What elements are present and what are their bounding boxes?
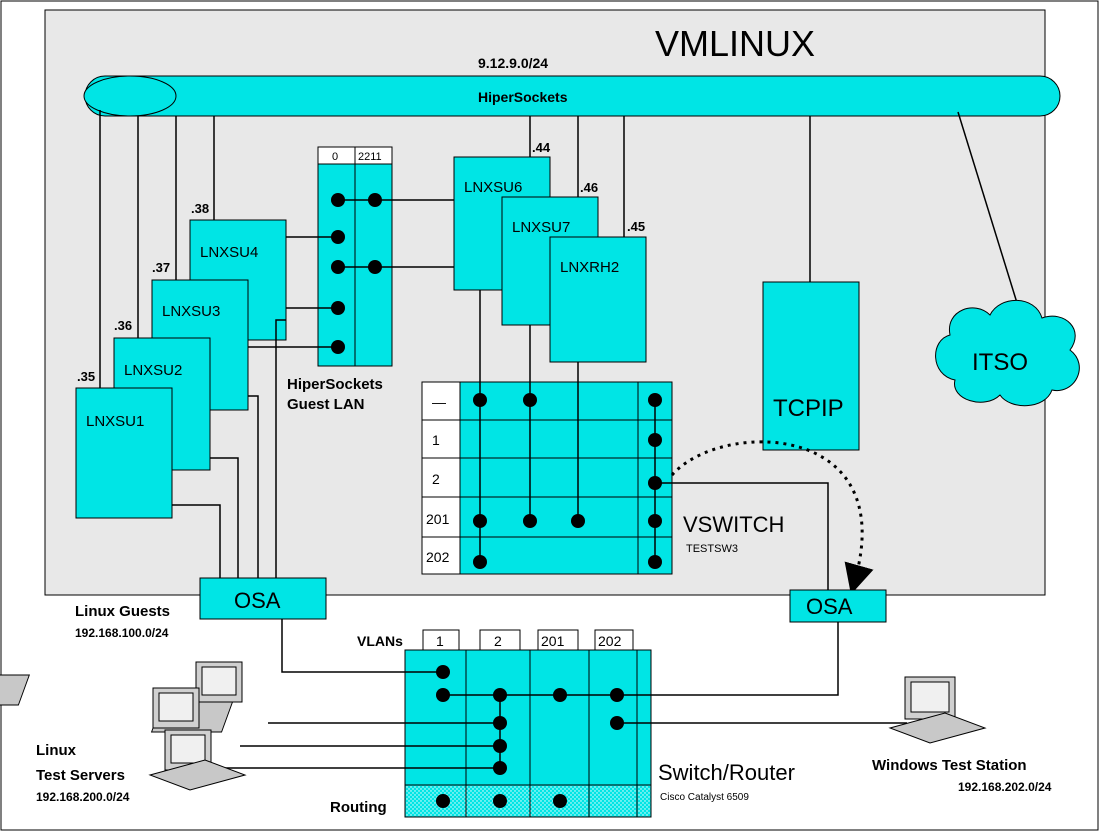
vlan-id: 202 — [598, 633, 622, 649]
linux-test-label-2: Test Servers — [36, 767, 125, 784]
routing-label: Routing — [330, 799, 387, 816]
osa-left-label: OSA — [234, 588, 281, 613]
vswitch-row-label: 1 — [432, 432, 440, 448]
windows-subnet: 192.168.202.0/24 — [958, 780, 1052, 794]
vlans-label: VLANs — [357, 633, 403, 649]
guest-ip: .36 — [114, 318, 132, 333]
tcpip-label: TCPIP — [773, 395, 844, 422]
switch-label: Switch/Router — [658, 760, 795, 785]
guest-name: LNXSU6 — [464, 179, 522, 196]
vswitch-row-label: 201 — [426, 511, 450, 527]
guest-name: LNXRH2 — [560, 259, 619, 276]
hipersockets-label: HiperSockets — [478, 89, 568, 105]
guest-ip: .45 — [627, 219, 645, 234]
guest-ip: .35 — [77, 369, 95, 384]
osa-right: OSA — [790, 590, 886, 622]
switch-model: Cisco Catalyst 6509 — [660, 792, 749, 803]
guest-name: LNXSU4 — [200, 244, 258, 261]
windows-label: Windows Test Station — [872, 757, 1027, 774]
tcpip-box: TCPIP — [763, 282, 859, 450]
linux-guests-subnet: 192.168.100.0/24 — [75, 626, 169, 640]
guest-lan-label-2: Guest LAN — [287, 396, 365, 413]
guest-name: LNXSU1 — [86, 413, 144, 430]
guest-lan-col-0: 0 — [332, 151, 338, 163]
linux-test-label-1: Linux — [36, 742, 77, 759]
guest-lnxsu1: LNXSU1 .35 — [76, 369, 172, 518]
guest-ip: .38 — [191, 201, 209, 216]
guest-lan-col-1: 2211 — [358, 151, 382, 163]
linux-guests-label: Linux Guests — [75, 603, 170, 620]
itso-label: ITSO — [972, 349, 1028, 376]
guest-name: LNXSU3 — [162, 303, 220, 320]
vswitch-row-label: 202 — [426, 549, 450, 565]
vlan-id: 201 — [541, 633, 565, 649]
osa-right-label: OSA — [806, 594, 853, 619]
vswitch-row-label: — — [432, 394, 446, 410]
vmlinux-title: VMLINUX — [655, 23, 815, 64]
guest-lnxrh2: LNXRH2 .45 — [550, 219, 646, 362]
guest-name: LNXSU2 — [124, 362, 182, 379]
osa-left: OSA — [200, 578, 326, 619]
vlan-id: 1 — [436, 633, 444, 649]
vswitch-label: VSWITCH — [683, 512, 784, 537]
linux-test-subnet: 192.168.200.0/24 — [36, 790, 130, 804]
guest-ip: .44 — [532, 140, 551, 155]
hipersockets-bus: HiperSockets — [84, 76, 1060, 116]
vlan-id: 2 — [494, 633, 502, 649]
guest-name: LNXSU7 — [512, 219, 570, 236]
guest-ip: .37 — [152, 260, 170, 275]
guest-ip: .46 — [580, 180, 598, 195]
vswitch-row-label: 2 — [432, 471, 440, 487]
vswitch-name: TESTSW3 — [686, 543, 738, 555]
guest-lan-label-1: HiperSockets — [287, 376, 383, 393]
network-label: 9.12.9.0/24 — [478, 55, 548, 71]
